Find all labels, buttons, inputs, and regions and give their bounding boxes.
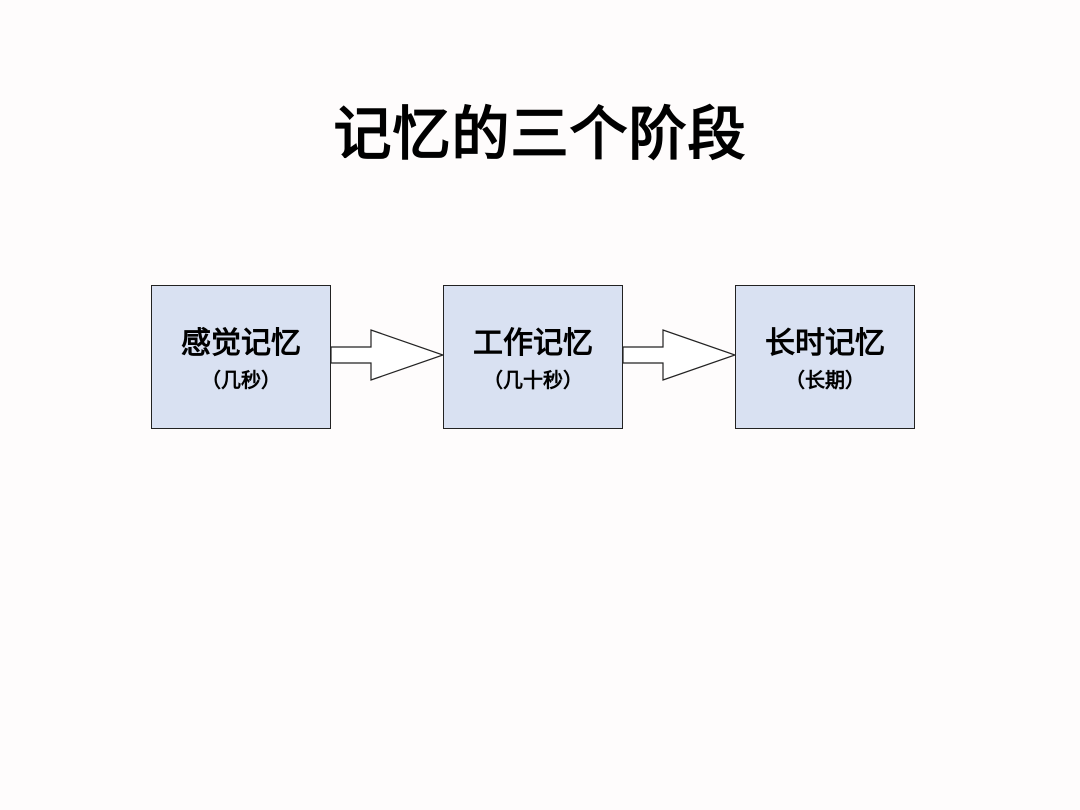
stage-name: 工作记忆 — [473, 326, 593, 361]
arrow-right-icon — [623, 329, 735, 381]
stage-box-long-term-memory: 长时记忆 （长期） — [735, 285, 915, 429]
stage-duration: （几秒） — [201, 368, 281, 392]
arrow-right-icon — [331, 329, 443, 381]
stage-duration: （长期） — [785, 368, 865, 392]
stage-name: 感觉记忆 — [181, 326, 301, 361]
slide-title: 记忆的三个阶段 — [333, 100, 747, 168]
stage-box-working-memory: 工作记忆 （几十秒） — [443, 285, 623, 429]
stage-box-sensory-memory: 感觉记忆 （几秒） — [151, 285, 331, 429]
stage-name: 长时记忆 — [765, 326, 885, 361]
stage-duration: （几十秒） — [483, 368, 583, 392]
